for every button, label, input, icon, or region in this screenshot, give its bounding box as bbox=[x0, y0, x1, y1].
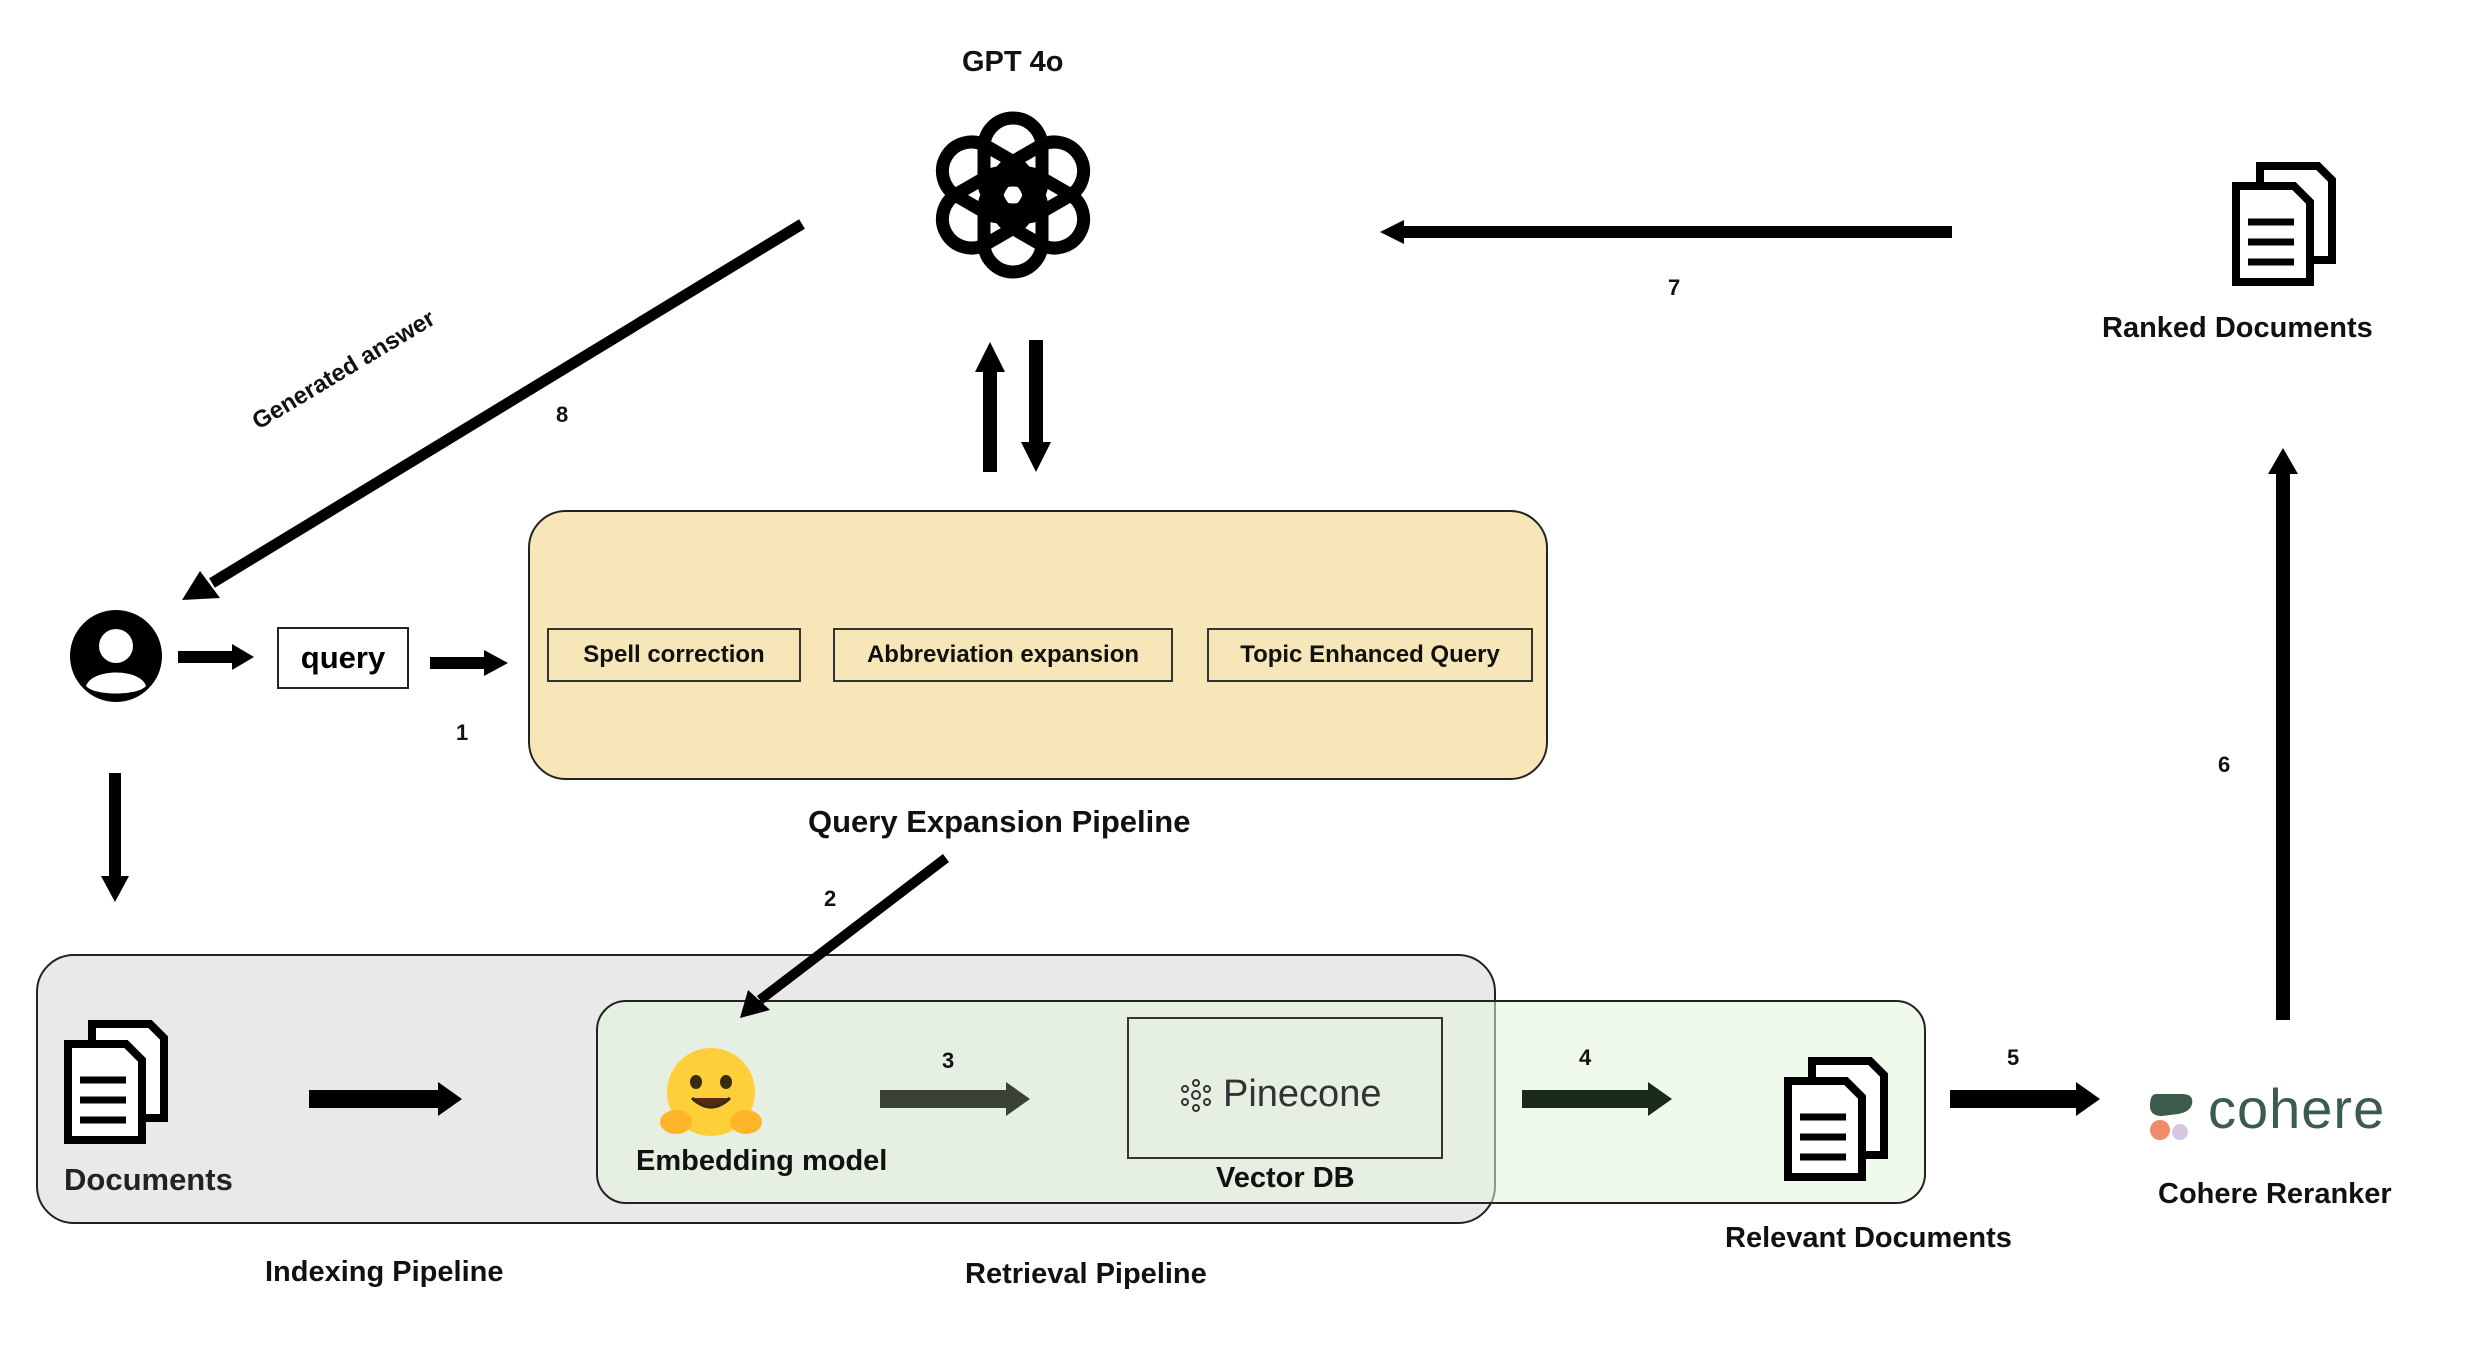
step-5-number: 5 bbox=[2007, 1045, 2020, 1070]
openai-logo-icon bbox=[935, 111, 1091, 279]
relevant-documents-label: Relevant Documents bbox=[1725, 1222, 2012, 1254]
cohere-logo-text: cohere bbox=[2208, 1077, 2386, 1140]
ranked-documents-icon bbox=[2232, 162, 2336, 286]
documents-label: Documents bbox=[64, 1162, 233, 1197]
gpt-label: GPT 4o bbox=[962, 46, 1064, 78]
step-6-number: 6 bbox=[2218, 752, 2231, 777]
user-icon bbox=[70, 610, 162, 702]
cohere-icon bbox=[2150, 1094, 2193, 1140]
step-8-number: 8 bbox=[556, 402, 569, 427]
step-1-number: 1 bbox=[456, 720, 469, 745]
step-3-number: 3 bbox=[942, 1048, 955, 1073]
embedding-model-label: Embedding model bbox=[636, 1145, 888, 1177]
relevant-documents-icon bbox=[1784, 1057, 1888, 1181]
ranked-documents-label: Ranked Documents bbox=[2102, 312, 2373, 344]
step-7-number: 7 bbox=[1668, 275, 1681, 300]
topic-enhanced-query-box: Topic Enhanced Query bbox=[1207, 628, 1533, 682]
hugging-face-icon bbox=[660, 1048, 762, 1136]
query-box: query bbox=[277, 627, 409, 689]
indexing-pipeline-label: Indexing Pipeline bbox=[265, 1256, 504, 1288]
query-expansion-title: Query Expansion Pipeline bbox=[808, 804, 1191, 839]
spell-correction-box: Spell correction bbox=[547, 628, 801, 682]
query-expansion-box bbox=[528, 510, 1548, 780]
retrieval-pipeline-box bbox=[596, 1000, 1926, 1204]
step-4-number: 4 bbox=[1579, 1045, 1592, 1070]
pinecone-logo-text: Pinecone bbox=[1223, 1073, 1382, 1115]
step-2-number: 2 bbox=[824, 886, 837, 911]
vector-db-box bbox=[1127, 1017, 1443, 1159]
pinecone-icon bbox=[1181, 1079, 1211, 1112]
cohere-reranker-label: Cohere Reranker bbox=[2158, 1178, 2392, 1210]
arrow-expansion-to-embedding bbox=[756, 854, 950, 1004]
abbreviation-expansion-box: Abbreviation expansion bbox=[833, 628, 1173, 682]
retrieval-pipeline-label: Retrieval Pipeline bbox=[965, 1258, 1207, 1290]
documents-icon bbox=[64, 1020, 168, 1144]
vector-db-label: Vector DB bbox=[1216, 1162, 1355, 1194]
arrow-generated-answer bbox=[209, 219, 805, 588]
